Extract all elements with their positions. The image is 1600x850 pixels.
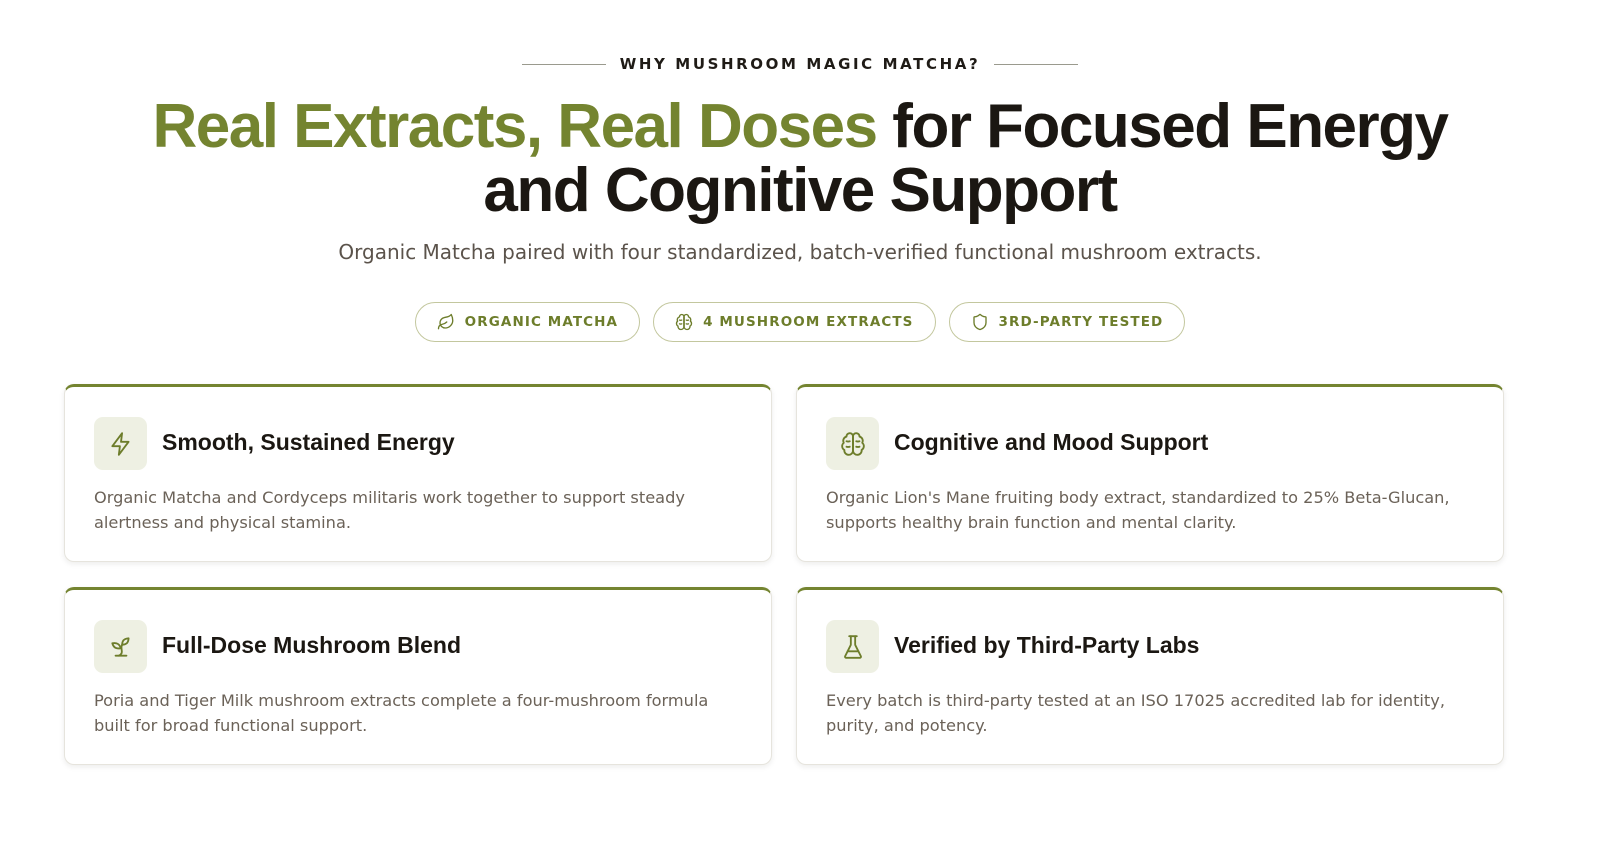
sprout-icon [108, 634, 134, 660]
eyebrow: WHY MUSHROOM MAGIC MATCHA? [0, 55, 1600, 73]
eyebrow-rule-left [521, 63, 606, 65]
card-text: Poria and Tiger Milk mushroom extracts c… [94, 691, 709, 735]
card-text: Organic Matcha and Cordyceps militaris w… [94, 488, 685, 532]
card-title: Full-Dose Mushroom Blend [162, 632, 461, 658]
flask-icon [840, 634, 866, 660]
card-text: Organic Lion's Mane fruiting body extrac… [826, 488, 1450, 532]
card-icon-box [826, 417, 879, 470]
headline-rest-line1: for Focused Energy [876, 92, 1449, 161]
pill-organic-matcha: ORGANIC MATCHA [414, 302, 641, 342]
pill-mushroom-extracts: 4 MUSHROOM EXTRACTS [653, 302, 936, 342]
brain-icon [840, 431, 866, 457]
pill-label: ORGANIC MATCHA [464, 314, 619, 330]
shield-icon [970, 312, 990, 332]
card-title: Smooth, Sustained Energy [162, 429, 455, 455]
feature-card-verified: Verified by Third-Party Labs Every batch… [796, 587, 1504, 765]
feature-card-cognitive: Cognitive and Mood Support Organic Lion'… [796, 384, 1504, 562]
eyebrow-label: WHY MUSHROOM MAGIC MATCHA? [619, 55, 981, 73]
subhead: Organic Matcha paired with four standard… [338, 240, 1262, 264]
headline-accent: Real Extracts, Real Doses [152, 92, 878, 161]
card-icon-box [826, 620, 879, 673]
feature-card-blend: Full-Dose Mushroom Blend Poria and Tiger… [64, 587, 772, 765]
feature-card-energy: Smooth, Sustained Energy Organic Matcha … [64, 384, 772, 562]
eyebrow-rule-right [994, 63, 1079, 65]
card-title: Verified by Third-Party Labs [894, 632, 1200, 658]
brain-icon [674, 312, 694, 332]
feature-pills: ORGANIC MATCHA 4 MUSHROOM EXTRACTS [0, 302, 1600, 342]
pill-label: 4 MUSHROOM EXTRACTS [703, 314, 914, 330]
leaf-icon [436, 312, 456, 332]
card-text: Every batch is third-party tested at an … [826, 691, 1445, 735]
card-title: Cognitive and Mood Support [894, 429, 1209, 455]
card-icon-box [94, 620, 147, 673]
pill-third-party-tested: 3RD-PARTY TESTED [948, 302, 1186, 342]
card-icon-box [94, 417, 147, 470]
page-title: Real Extracts, Real Doses for Focused En… [0, 95, 1600, 223]
lightning-icon [108, 431, 134, 457]
headline-rest-line2: and Cognitive Support [483, 156, 1118, 225]
pill-label: 3RD-PARTY TESTED [998, 314, 1164, 330]
